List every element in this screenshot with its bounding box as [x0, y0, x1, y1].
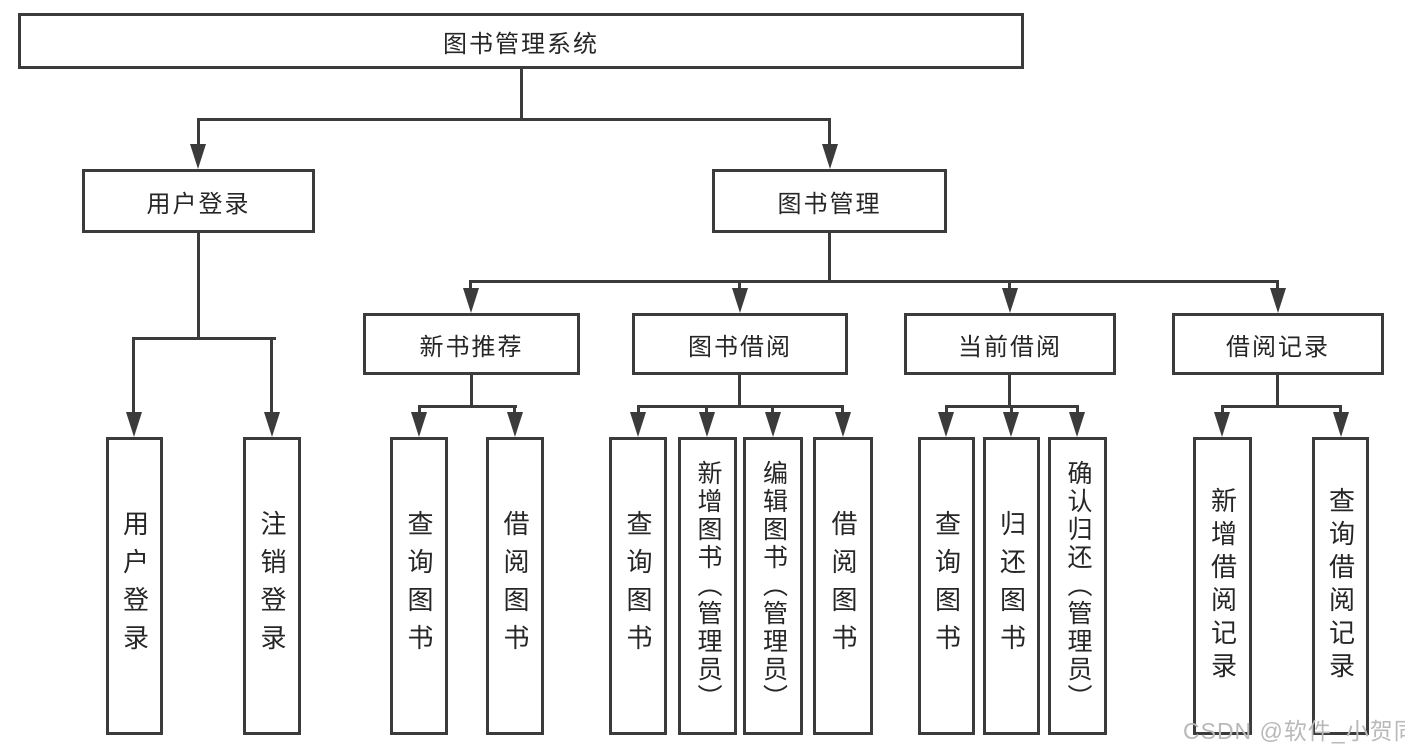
connector-segment-29	[1276, 375, 1279, 405]
node-leaf-bb-edit: 编辑图书（管理员）	[743, 437, 803, 735]
node-leaf-bb-query: 查询图书	[609, 437, 667, 735]
node-leaf-user-login: 用户登录	[106, 437, 163, 735]
connector-segment-13	[1276, 280, 1279, 292]
arrowhead-icon	[1002, 288, 1018, 313]
node-leaf-nb-query: 查询图书	[390, 437, 448, 735]
connector-segment-10	[469, 280, 472, 292]
connector-segment-23	[841, 405, 844, 416]
node-label-current-borrow: 当前借阅	[958, 333, 1062, 361]
connector-segment-18	[738, 375, 741, 405]
node-label-root: 图书管理系统	[443, 30, 599, 58]
node-leaf-cb-query: 查询图书	[918, 437, 975, 735]
connector-segment-20	[637, 405, 640, 416]
arrowhead-icon	[411, 412, 427, 437]
connector-segment-16	[418, 405, 421, 416]
connector-segment-26	[945, 405, 948, 416]
node-label-user-login: 用户登录	[146, 190, 251, 218]
node-label-leaf-bb-edit: 编辑图书（管理员）	[759, 460, 788, 712]
node-book-mgmt: 图书管理	[712, 169, 947, 233]
node-label-leaf-nb-borrow: 借阅图书	[500, 510, 530, 662]
node-leaf-bb-add: 新增图书（管理员）	[678, 437, 737, 735]
connector-segment-17	[513, 405, 516, 416]
node-root: 图书管理系统	[18, 13, 1024, 69]
connector-segment-2	[197, 118, 200, 148]
arrowhead-icon	[699, 412, 715, 437]
node-leaf-br-query: 查询借阅记录	[1312, 437, 1369, 735]
node-label-leaf-cb-confirm: 确认归还（管理员）	[1064, 460, 1092, 712]
node-label-leaf-cb-return: 归还图书	[996, 510, 1027, 662]
connector-segment-8	[828, 233, 831, 280]
arrowhead-icon	[1003, 412, 1019, 437]
node-borrow-records: 借阅记录	[1172, 313, 1384, 375]
node-leaf-logout: 注销登录	[243, 437, 301, 735]
arrowhead-icon	[630, 412, 646, 437]
arrowhead-icon	[1270, 288, 1286, 313]
connector-segment-7	[270, 337, 273, 415]
connector-segment-14	[470, 375, 473, 405]
arrowhead-icon	[507, 412, 523, 437]
node-label-leaf-user-login: 用户登录	[119, 510, 150, 662]
connector-segment-12	[1008, 280, 1011, 292]
connector-segment-22	[771, 405, 774, 416]
node-leaf-bb-borrow: 借阅图书	[813, 437, 873, 735]
node-new-book-rec: 新书推荐	[363, 313, 580, 375]
node-label-leaf-bb-borrow: 借阅图书	[828, 510, 858, 662]
node-label-leaf-bb-query: 查询图书	[623, 510, 653, 662]
connector-segment-30	[1221, 405, 1342, 408]
arrowhead-icon	[732, 288, 748, 313]
node-current-borrow: 当前借阅	[904, 313, 1116, 375]
node-label-book-mgmt: 图书管理	[777, 190, 882, 218]
connector-segment-28	[1076, 405, 1079, 416]
connector-segment-0	[520, 69, 523, 118]
connector-segment-3	[828, 118, 831, 148]
node-leaf-br-add: 新增借阅记录	[1193, 437, 1252, 735]
connector-segment-9	[469, 280, 1279, 283]
arrowhead-icon	[463, 288, 479, 313]
node-leaf-nb-borrow: 借阅图书	[486, 437, 544, 735]
arrowhead-icon	[126, 412, 142, 437]
node-label-leaf-bb-add: 新增图书（管理员）	[694, 460, 722, 712]
arrowhead-icon	[938, 412, 954, 437]
node-label-leaf-br-add: 新增借阅记录	[1207, 487, 1238, 685]
connector-segment-5	[132, 337, 276, 340]
node-leaf-cb-confirm: 确认归还（管理员）	[1048, 437, 1107, 735]
connector-segment-27	[1010, 405, 1013, 416]
connector-segment-24	[1008, 375, 1011, 405]
arrowhead-icon	[835, 412, 851, 437]
node-label-leaf-br-query: 查询借阅记录	[1325, 487, 1356, 685]
arrowhead-icon	[765, 412, 781, 437]
arrowhead-icon	[1069, 412, 1085, 437]
node-label-book-borrow: 图书借阅	[688, 333, 792, 361]
node-label-leaf-nb-query: 查询图书	[404, 510, 434, 662]
node-book-borrow: 图书借阅	[632, 313, 848, 375]
arrowhead-icon	[1214, 412, 1230, 437]
connector-segment-21	[705, 405, 708, 416]
connector-segment-31	[1221, 405, 1224, 416]
arrowhead-icon	[1333, 412, 1349, 437]
connector-segment-15	[418, 405, 517, 408]
connector-segment-1	[197, 118, 831, 121]
node-label-leaf-cb-query: 查询图书	[931, 510, 962, 662]
arrowhead-icon	[822, 144, 838, 169]
watermark-text: CSDN @软件_小贺同学	[1183, 718, 1405, 744]
connector-segment-11	[738, 280, 741, 292]
connector-segment-4	[197, 233, 200, 337]
connector-segment-19	[637, 405, 844, 408]
node-label-new-book-rec: 新书推荐	[419, 333, 524, 361]
node-user-login: 用户登录	[82, 169, 315, 233]
node-label-leaf-logout: 注销登录	[257, 510, 287, 662]
node-label-borrow-records: 借阅记录	[1226, 333, 1330, 361]
arrowhead-icon	[264, 412, 280, 437]
connector-segment-32	[1339, 405, 1342, 416]
node-leaf-cb-return: 归还图书	[983, 437, 1040, 735]
connector-segment-6	[132, 337, 135, 415]
arrowhead-icon	[190, 144, 206, 169]
